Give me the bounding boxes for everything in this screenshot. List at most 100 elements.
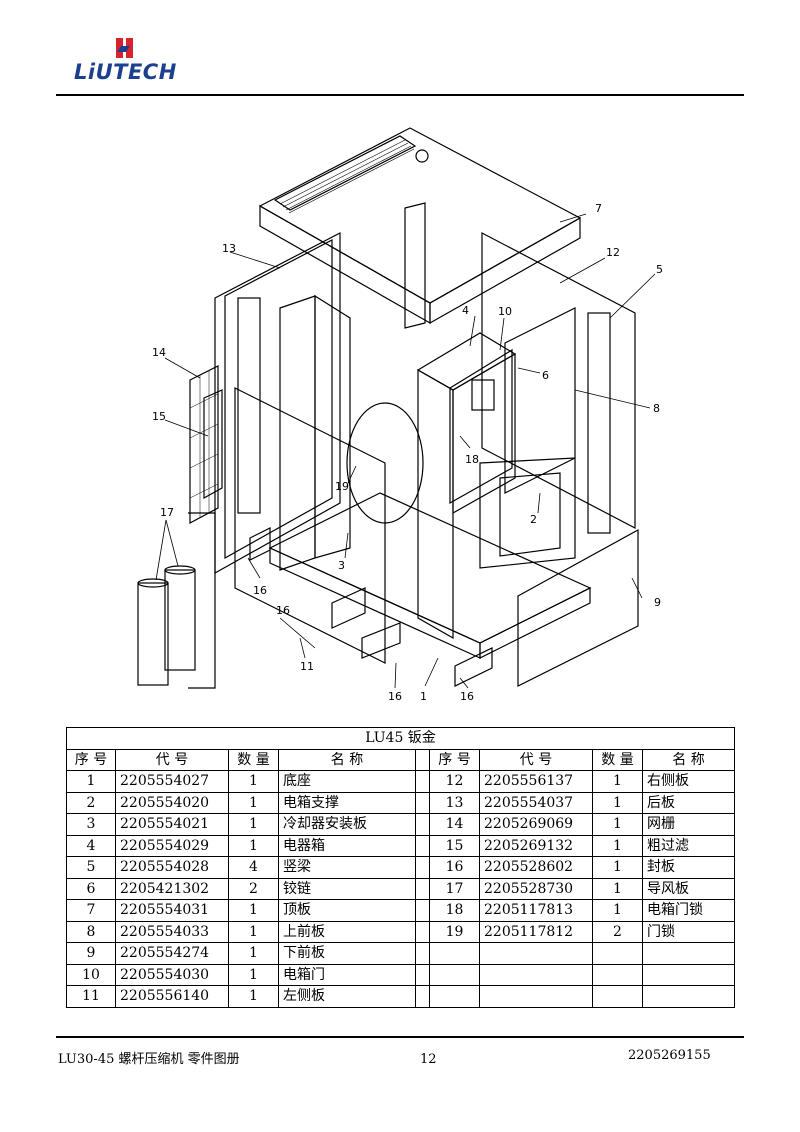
table-cell: 铰链 xyxy=(278,877,416,900)
table-cell: 1 xyxy=(592,813,643,836)
callout-16b: 16 xyxy=(253,584,267,597)
column-gap xyxy=(415,834,430,857)
col-header: 名 称 xyxy=(278,748,416,771)
table-cell: 2205556140 xyxy=(115,985,229,1008)
callout-5: 5 xyxy=(656,263,663,276)
table-cell: 1 xyxy=(592,791,643,814)
callout-12: 12 xyxy=(606,246,620,259)
table-cell: 2205554030 xyxy=(115,963,229,986)
callout-14: 14 xyxy=(152,346,166,359)
table-cell: 1 xyxy=(228,963,279,986)
table-cell: 2205269069 xyxy=(479,813,593,836)
col-header: 数 量 xyxy=(592,748,643,771)
table-cell: 粗过滤 xyxy=(641,834,736,857)
table-cell: 2205554031 xyxy=(115,899,229,922)
callout-19: 19 xyxy=(335,480,349,493)
table-cell: 1 xyxy=(592,834,643,857)
table-cell: 顶板 xyxy=(278,899,416,922)
table-cell: 左侧板 xyxy=(278,985,416,1008)
table-cell: 5 xyxy=(66,856,116,879)
footer-divider xyxy=(56,1036,744,1038)
table-cell: 2205117813 xyxy=(479,899,593,922)
table-cell: 2205421302 xyxy=(115,877,229,900)
callout-16d: 16 xyxy=(460,690,474,703)
table-cell xyxy=(479,942,593,965)
table-cell: 上前板 xyxy=(278,920,416,943)
table-cell: 9 xyxy=(66,942,116,965)
callout-3: 3 xyxy=(338,559,345,572)
table-cell xyxy=(641,963,736,986)
table-cell: 电箱支撑 xyxy=(278,791,416,814)
table-cell: 2205269132 xyxy=(479,834,593,857)
column-gap xyxy=(415,856,430,879)
table-cell: 封板 xyxy=(641,856,736,879)
document-code: 2205269155 xyxy=(628,1048,711,1063)
table-cell: 2205528602 xyxy=(479,856,593,879)
parts-table: LU45 钣金 序 号 代 号 数 量 名 称 序 号 代 号 数 量 名 称 … xyxy=(65,727,736,1008)
table-cell: 2205117812 xyxy=(479,920,593,943)
callout-7: 7 xyxy=(595,202,602,215)
col-header: 序 号 xyxy=(66,748,116,771)
table-cell: 2205554021 xyxy=(115,813,229,836)
table-cell: 1 xyxy=(66,770,116,793)
table-cell: 1 xyxy=(592,856,643,879)
table-cell: 右侧板 xyxy=(641,770,736,793)
table-cell: 2205528730 xyxy=(479,877,593,900)
table-cell: 2205554028 xyxy=(115,856,229,879)
table-cell: 导风板 xyxy=(641,877,736,900)
table-cell: 2 xyxy=(228,877,279,900)
table-cell: 8 xyxy=(66,920,116,943)
col-header: 名 称 xyxy=(641,748,736,771)
table-cell: 1 xyxy=(592,770,643,793)
table-cell: 12 xyxy=(429,770,480,793)
col-header: 数 量 xyxy=(228,748,279,771)
table-cell: 电箱门锁 xyxy=(641,899,736,922)
callout-16c: 16 xyxy=(388,690,402,703)
col-header: 序 号 xyxy=(429,748,480,771)
callout-13: 13 xyxy=(222,242,236,255)
table-cell xyxy=(592,985,643,1008)
footer-title: LU30-45 螺杆压缩机 零件图册 xyxy=(58,1052,240,1067)
table-cell: 2205554037 xyxy=(479,791,593,814)
table-cell: 1 xyxy=(592,899,643,922)
callout-8: 8 xyxy=(653,402,660,415)
table-cell: 1 xyxy=(228,942,279,965)
column-gap xyxy=(415,770,430,793)
table-cell: 2 xyxy=(592,920,643,943)
table-cell xyxy=(592,942,643,965)
table-cell: 2205554027 xyxy=(115,770,229,793)
column-gap xyxy=(415,877,430,900)
callout-17: 17 xyxy=(160,506,174,519)
column-gap xyxy=(415,985,430,1008)
callout-18: 18 xyxy=(465,453,479,466)
callout-11: 11 xyxy=(300,660,314,673)
top-plate xyxy=(258,127,582,304)
column-gap xyxy=(415,963,430,986)
page-number: 12 xyxy=(420,1052,437,1067)
column-gap xyxy=(415,942,430,965)
table-cell: 2205554033 xyxy=(115,920,229,943)
table-cell: 下前板 xyxy=(278,942,416,965)
table-cell: 11 xyxy=(66,985,116,1008)
table-cell: 4 xyxy=(66,834,116,857)
table-cell: 门锁 xyxy=(641,920,736,943)
callout-6: 6 xyxy=(542,369,549,382)
table-cell: 1 xyxy=(228,770,279,793)
table-cell xyxy=(479,985,593,1008)
table-cell: 冷却器安装板 xyxy=(278,813,416,836)
callout-4: 4 xyxy=(462,304,469,317)
callout-9: 9 xyxy=(654,596,661,609)
callout-10: 10 xyxy=(498,305,512,318)
table-cell: 1 xyxy=(228,813,279,836)
table-cell xyxy=(429,985,480,1008)
table-cell: 电箱门 xyxy=(278,963,416,986)
table-cell: 4 xyxy=(228,856,279,879)
table-cell xyxy=(429,942,480,965)
